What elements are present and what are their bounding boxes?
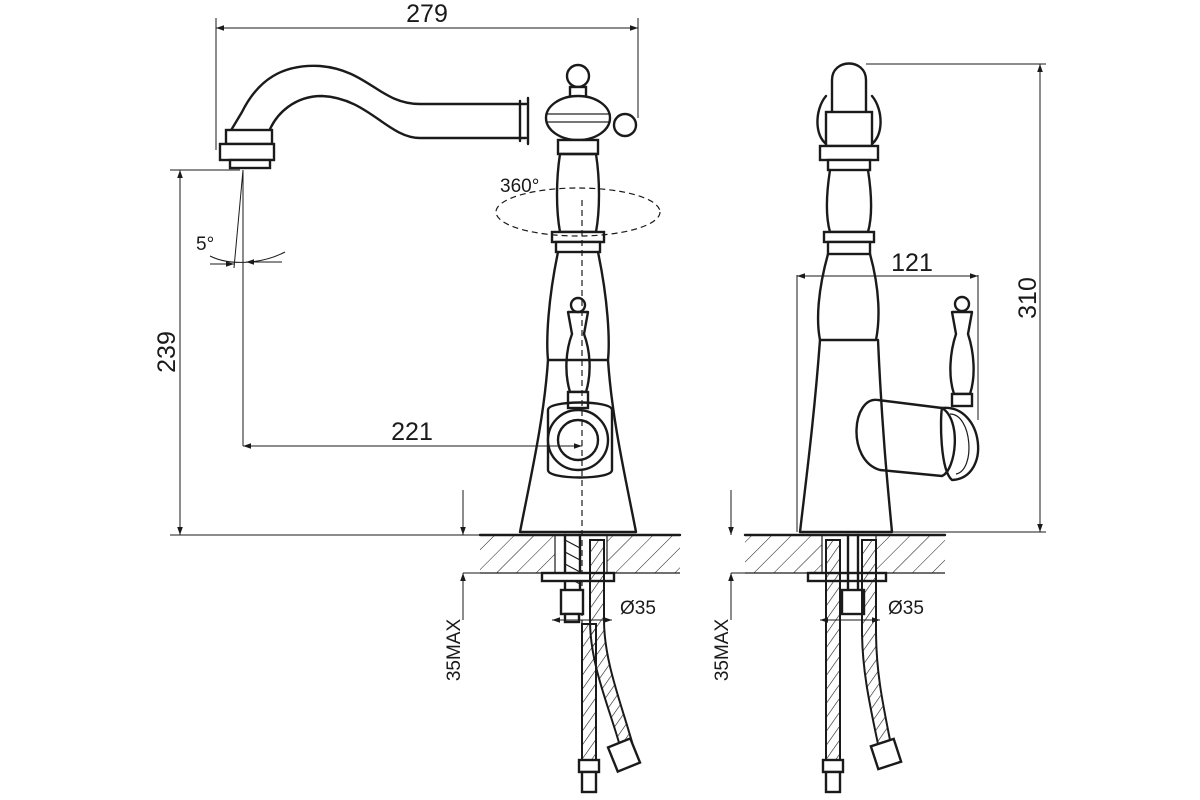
cartridge-front: [546, 401, 614, 479]
hole-diameter-side-label: Ø35: [888, 598, 924, 619]
dim-spout-height: [170, 169, 480, 536]
rotation-label: 360°: [500, 176, 539, 197]
spout-reach-label: 221: [391, 418, 433, 446]
dim-max-thickness-side: [728, 490, 745, 620]
rotation-ellipse: [495, 187, 661, 237]
spout-front: [218, 64, 530, 170]
dim-side-depth: [796, 273, 979, 532]
dim-overall-width: [215, 18, 639, 150]
tilt-angle-label: 5°: [196, 234, 214, 255]
side-view: 121 310 35MAX Ø35: [712, 62, 1046, 794]
dim-max-thickness-front: [460, 490, 480, 620]
handle-side: [949, 295, 975, 408]
hole-diameter-front-label: Ø35: [620, 598, 656, 619]
dim-tilt-angle: [209, 169, 286, 446]
mounting-side: [806, 533, 903, 794]
max-thickness-side-label: 35MAX: [712, 619, 733, 682]
spout-height-label: 239: [153, 331, 181, 373]
max-thickness-front-label: 35MAX: [444, 619, 465, 682]
countertop-side: [743, 533, 947, 574]
top-side: [816, 62, 882, 172]
column-side: [798, 168, 894, 534]
lever-body-side: [855, 398, 980, 482]
front-view: 279 360° 5° 239 221 35MAX: [153, 0, 682, 794]
body-front: [518, 63, 638, 534]
side-depth-label: 121: [891, 249, 933, 277]
dim-overall-height: [866, 63, 1046, 533]
overall-width-label: 279: [406, 0, 448, 28]
handle-front: [565, 296, 591, 410]
overall-height-label: 310: [1014, 277, 1042, 319]
